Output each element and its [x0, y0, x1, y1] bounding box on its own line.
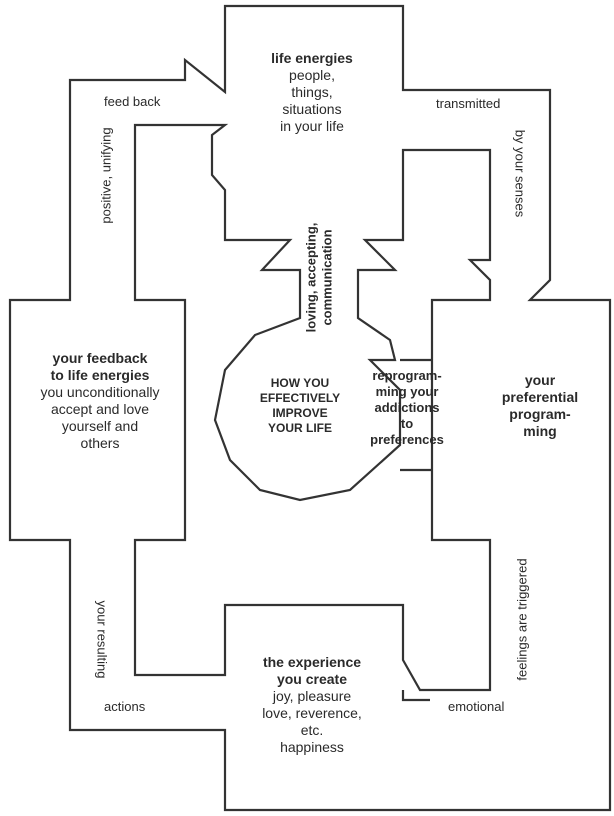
center-circle-line: IMPROVE: [272, 406, 328, 420]
top-box-line: in your life: [280, 118, 344, 134]
label-your-resulting: your resulting: [94, 600, 110, 679]
label-actions: actions: [104, 699, 146, 714]
bottom-right-connector: [401, 690, 430, 702]
center-circle-line: YOUR LIFE: [267, 421, 332, 435]
left-box-title-line: your feedback: [52, 350, 148, 366]
label-feelings-triggered: feelings are triggered: [514, 558, 530, 681]
top-box-title: life energies: [271, 50, 353, 66]
top-box-text: life energies people, things, situations…: [232, 50, 392, 135]
left-box-text: your feedback to life energies you uncon…: [20, 350, 180, 452]
bottom-box-line: joy, pleasure: [272, 688, 352, 704]
top-box-line: things,: [291, 84, 333, 100]
label-by-your-senses: by your senses: [512, 129, 528, 218]
label-positive-unifying: positive, unifying: [98, 127, 114, 224]
left-box-line: others: [80, 435, 120, 451]
label-transmitted: transmitted: [436, 96, 501, 111]
reprogramming-line: preferences: [370, 432, 444, 447]
right-box-title-line: ming: [523, 423, 557, 439]
left-box-line: you unconditionally: [40, 384, 160, 400]
reprogramming-line: reprogram-: [372, 368, 442, 383]
bottom-box-title-line: you create: [276, 671, 348, 687]
center-arrow-label-2: communication: [319, 229, 335, 326]
inner-loop-outline: [133, 123, 492, 692]
left-box-title-line: to life energies: [50, 367, 150, 383]
label-feed-back: feed back: [104, 94, 161, 109]
right-box-title-line: preferential: [501, 389, 579, 405]
bottom-box-text: the experience you create joy, pleasure …: [232, 654, 392, 756]
right-box-title-line: program-: [509, 406, 571, 422]
reprogramming-line: ming your: [375, 384, 439, 399]
reprogramming-line: to: [400, 416, 414, 431]
label-emotional: emotional: [448, 699, 505, 714]
center-circle-line: EFFECTIVELY: [259, 391, 341, 405]
center-circle-text: HOW YOU EFFECTIVELY IMPROVE YOUR LIFE: [240, 376, 360, 436]
bottom-box-line: love, reverence,: [262, 705, 362, 721]
bottom-box-line: happiness: [280, 739, 344, 755]
reprogramming-text: reprogram- ming your addictions to prefe…: [352, 368, 462, 448]
left-box-line: yourself and: [61, 418, 139, 434]
right-box-title-line: your: [524, 372, 556, 388]
center-arrow-label-1: loving, accepting,: [303, 222, 319, 333]
left-box-line: accept and love: [50, 401, 150, 417]
top-box-line: people,: [289, 67, 335, 83]
top-box-line: situations: [282, 101, 342, 117]
reprogramming-line: addictions: [374, 400, 440, 415]
right-box-text: your preferential program- ming: [480, 372, 600, 440]
bottom-box-line: etc.: [300, 722, 324, 738]
outer-loop-outline: [8, 4, 612, 812]
bottom-box-title-line: the experience: [262, 654, 362, 670]
center-circle-line: HOW YOU: [270, 376, 330, 390]
reprogramming-connector: [400, 358, 432, 472]
